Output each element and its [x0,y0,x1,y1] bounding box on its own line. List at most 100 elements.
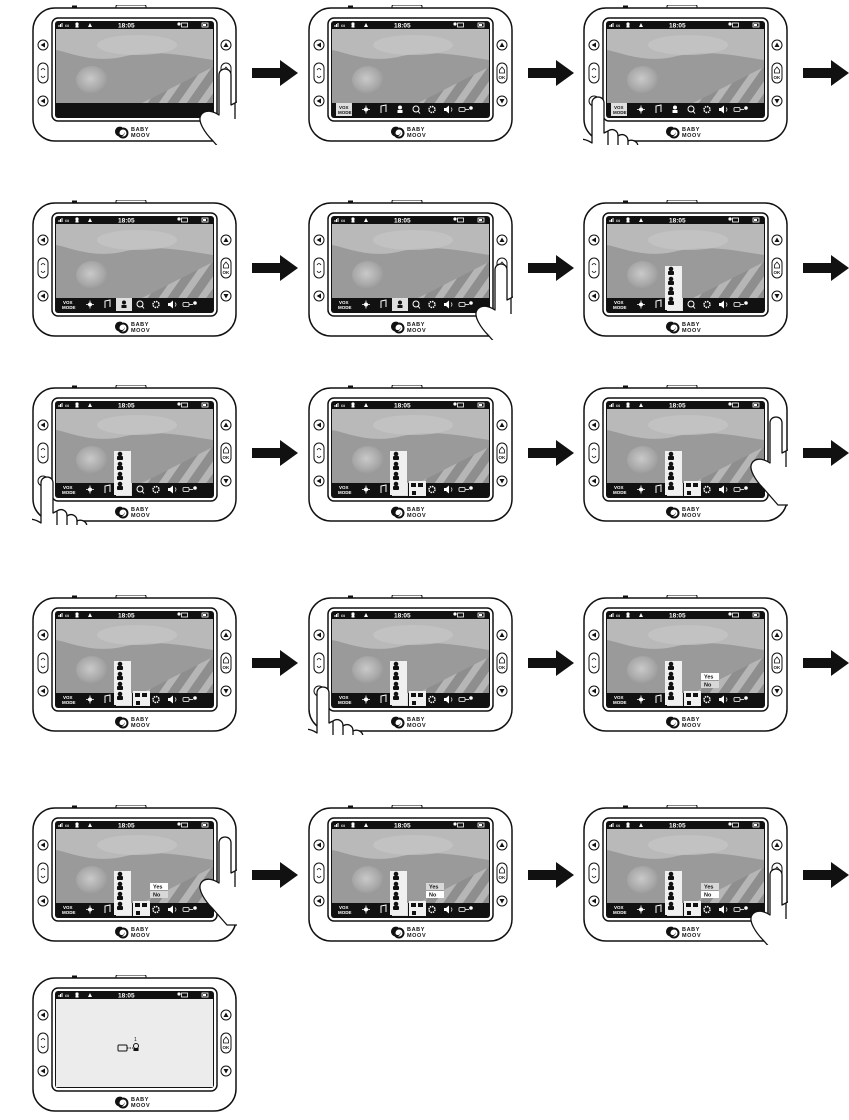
home-ok-button[interactable]: OK [772,63,782,83]
down-arrow-button[interactable] [221,476,231,486]
talk-button[interactable] [589,258,599,278]
clock-text: 18:05 [118,613,135,620]
camera-menu-item[interactable] [392,298,408,311]
right-arrow-button[interactable] [314,96,324,106]
link-icon: ∞ [65,24,69,30]
left-arrow-button[interactable] [589,420,599,430]
down-arrow-button[interactable] [497,476,507,486]
parent-unit-status-icon [728,402,731,405]
down-arrow-button[interactable] [497,896,507,906]
left-arrow-button[interactable] [38,235,48,245]
up-arrow-button[interactable] [772,840,782,850]
left-arrow-button[interactable] [38,1010,48,1020]
home-ok-button[interactable]: OK [497,63,507,83]
talk-button[interactable] [589,653,599,673]
up-arrow-button[interactable] [772,630,782,640]
right-arrow-button[interactable] [38,96,48,106]
home-ok-button[interactable]: OK [497,863,507,883]
down-arrow-button[interactable] [772,291,782,301]
talk-button[interactable] [38,443,48,463]
talk-button[interactable] [589,63,599,83]
talk-button[interactable] [38,1033,48,1053]
left-arrow-button[interactable] [314,40,324,50]
talk-button[interactable] [314,63,324,83]
camera-menu-item[interactable] [116,298,132,311]
up-arrow-button[interactable] [221,1010,231,1020]
up-arrow-button[interactable] [221,235,231,245]
left-arrow-button[interactable] [314,235,324,245]
talk-button[interactable] [38,258,48,278]
talk-button[interactable] [314,443,324,463]
down-arrow-button[interactable] [221,1066,231,1076]
baby-head [627,866,659,894]
no-option[interactable]: No [153,893,161,899]
right-arrow-button[interactable] [589,686,599,696]
home-ok-button[interactable]: OK [221,653,231,673]
up-arrow-button[interactable] [497,235,507,245]
left-arrow-button[interactable] [589,40,599,50]
no-option[interactable]: No [704,683,712,689]
right-arrow-button[interactable] [38,1066,48,1076]
up-arrow-button[interactable] [497,420,507,430]
right-arrow-button[interactable] [38,291,48,301]
down-arrow-button[interactable] [497,686,507,696]
no-option[interactable]: No [704,893,712,899]
home-ok-button[interactable]: OK [221,1033,231,1053]
ok-label: OK [223,1045,231,1050]
left-arrow-button[interactable] [314,420,324,430]
right-arrow-button[interactable] [589,476,599,486]
talk-button[interactable] [38,63,48,83]
right-arrow-button[interactable] [38,896,48,906]
right-arrow-button[interactable] [589,291,599,301]
down-arrow-button[interactable] [772,686,782,696]
left-arrow-button[interactable] [38,40,48,50]
yes-option[interactable]: Yes [429,885,438,891]
left-arrow-button[interactable] [589,630,599,640]
talk-button[interactable] [314,863,324,883]
up-arrow-button[interactable] [221,630,231,640]
talk-button[interactable] [38,863,48,883]
right-arrow-button[interactable] [314,291,324,301]
talk-button[interactable] [38,653,48,673]
home-ok-button[interactable]: OK [772,258,782,278]
down-arrow-button[interactable] [772,96,782,106]
yes-option[interactable]: Yes [704,675,713,681]
left-arrow-button[interactable] [38,420,48,430]
left-arrow-button[interactable] [314,630,324,640]
yes-option[interactable]: Yes [153,885,162,891]
talk-button[interactable] [589,443,599,463]
talk-button[interactable] [589,863,599,883]
up-arrow-button[interactable] [497,840,507,850]
left-arrow-button[interactable] [589,235,599,245]
yes-option[interactable]: Yes [704,885,713,891]
down-arrow-button[interactable] [221,686,231,696]
right-arrow-button[interactable] [314,896,324,906]
left-arrow-button[interactable] [38,630,48,640]
right-arrow-button[interactable] [589,896,599,906]
up-arrow-button[interactable] [772,235,782,245]
left-arrow-button[interactable] [314,840,324,850]
up-arrow-button[interactable] [497,40,507,50]
left-arrow-button[interactable] [589,840,599,850]
talk-button[interactable] [314,653,324,673]
no-option[interactable]: No [429,893,437,899]
up-arrow-button[interactable] [221,420,231,430]
right-arrow-button[interactable] [314,476,324,486]
up-arrow-button[interactable] [772,40,782,50]
down-arrow-button[interactable] [221,291,231,301]
home-ok-button[interactable]: OK [221,443,231,463]
home-ok-button[interactable]: OK [497,443,507,463]
vox-mode-menu-item[interactable]: VOXMODE [336,103,352,116]
left-arrow-button[interactable] [38,840,48,850]
up-arrow-button[interactable] [221,40,231,50]
right-arrow-button[interactable] [38,686,48,696]
home-ok-button[interactable]: OK [497,653,507,673]
talk-button[interactable] [314,258,324,278]
instruction-step: ∞18:05VOXMODEYesNoOKBABYMOOV [308,805,513,945]
home-ok-button[interactable]: OK [221,258,231,278]
down-arrow-button[interactable] [497,96,507,106]
vox-mode-label: MODE [338,700,352,705]
home-ok-button[interactable]: OK [772,653,782,673]
up-arrow-button[interactable] [497,630,507,640]
